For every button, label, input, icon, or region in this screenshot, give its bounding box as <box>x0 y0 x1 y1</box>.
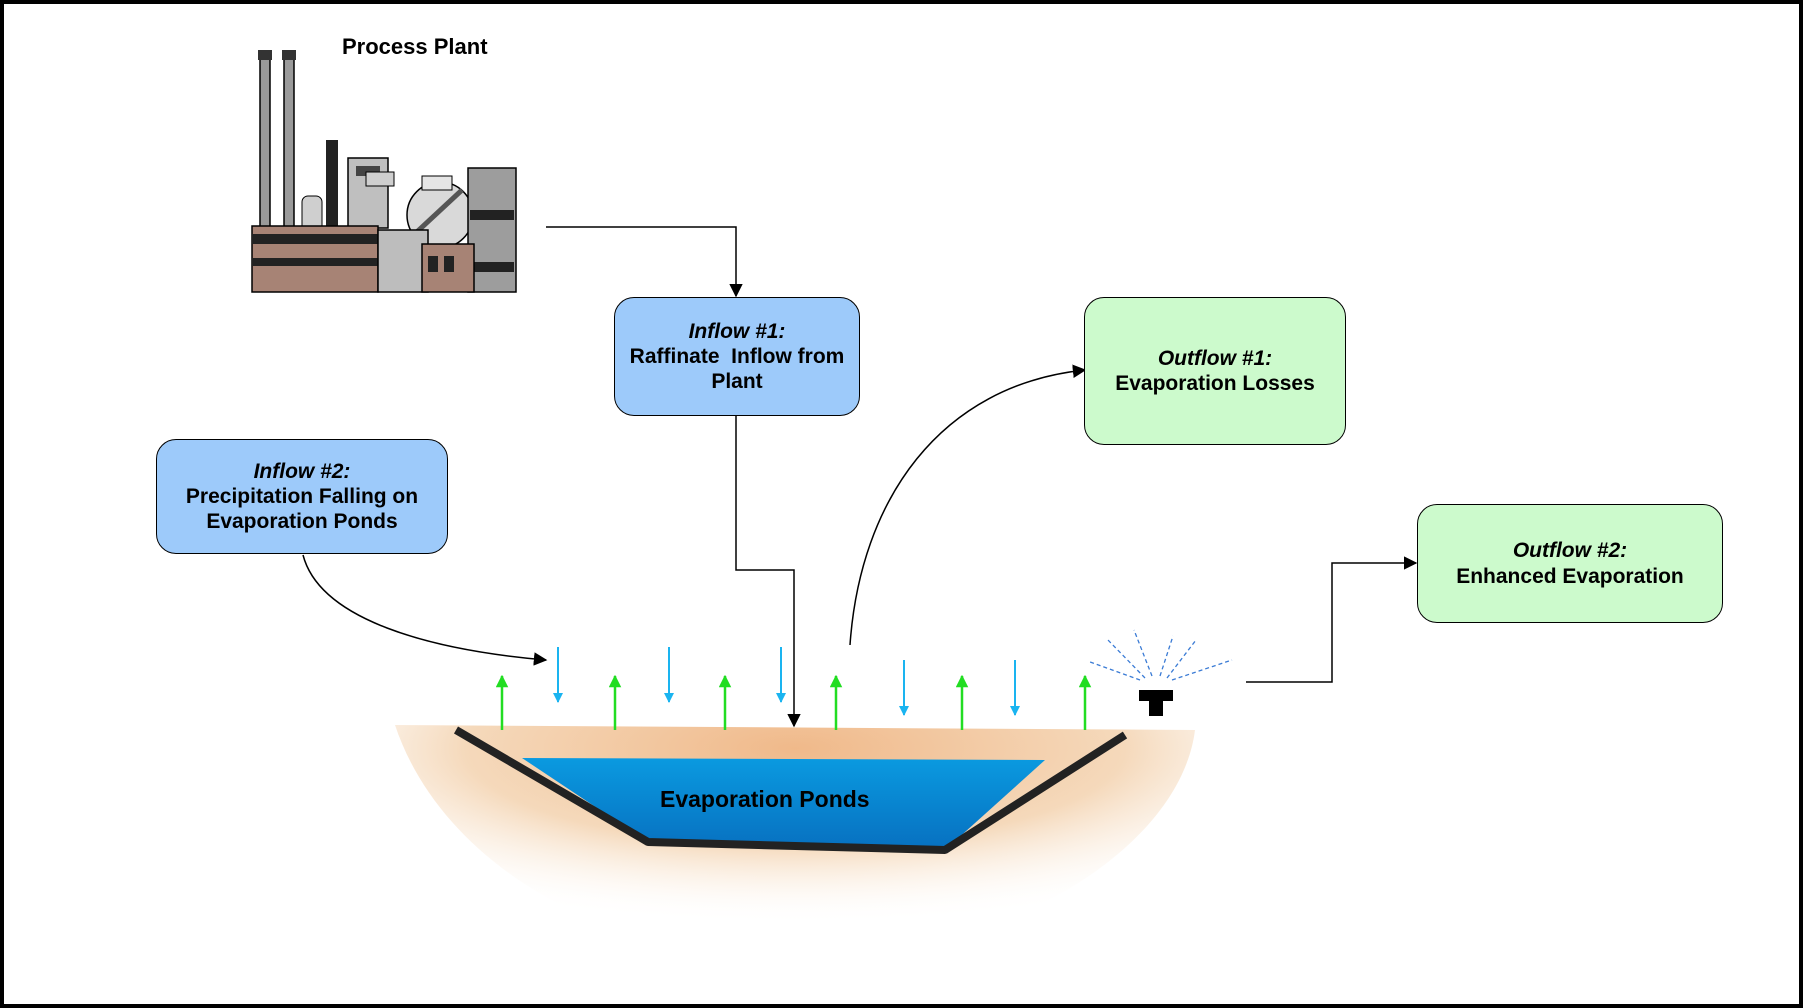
outflow-2-heading: Outflow #2: <box>1512 539 1628 563</box>
factory-icon <box>251 50 517 293</box>
pond-label: Evaporation Ponds <box>660 786 870 812</box>
inflow-2-heading: Inflow #2: <box>253 459 351 483</box>
evaporation-arrows <box>495 674 1092 730</box>
outflow-1-line: Evaporation Losses <box>1115 372 1315 395</box>
pond-liner <box>453 726 1128 854</box>
outflow-1-heading: Outflow #1: <box>1157 346 1273 370</box>
connector-inflow1-to-pond <box>735 416 801 728</box>
process-plant-label: Process Plant <box>342 34 488 59</box>
outflow-1-box: Outflow #1: Evaporation Losses <box>1084 297 1346 445</box>
connector-sprinkler-to-outflow2 <box>1246 556 1418 683</box>
inflow-2-line: Evaporation Ponds <box>206 510 398 534</box>
inflow-1-line: Plant <box>711 370 763 394</box>
pond-water <box>522 758 1045 850</box>
outflow-2-line: Enhanced Evaporation <box>1456 564 1684 588</box>
inflow-1-heading: Inflow #1: <box>688 319 786 343</box>
inflow-1-line: Raffinate Inflow from <box>629 344 845 368</box>
connector-pond-to-outflow1 <box>849 364 1087 646</box>
inflow-2-box: Inflow #2: Precipitation Falling on Evap… <box>156 439 448 554</box>
precipitation-arrows <box>553 647 1020 716</box>
sprinkler-icon <box>1089 629 1233 716</box>
connector-inflow2-to-pond <box>302 554 548 666</box>
inflow-2-line: Precipitation Falling on <box>185 484 419 508</box>
inflow-1-box: Inflow #1: Raffinate Inflow from Plant <box>614 297 860 416</box>
outflow-2-box: Outflow #2: Enhanced Evaporation <box>1417 504 1723 623</box>
connector-plant-to-inflow1 <box>546 226 743 298</box>
